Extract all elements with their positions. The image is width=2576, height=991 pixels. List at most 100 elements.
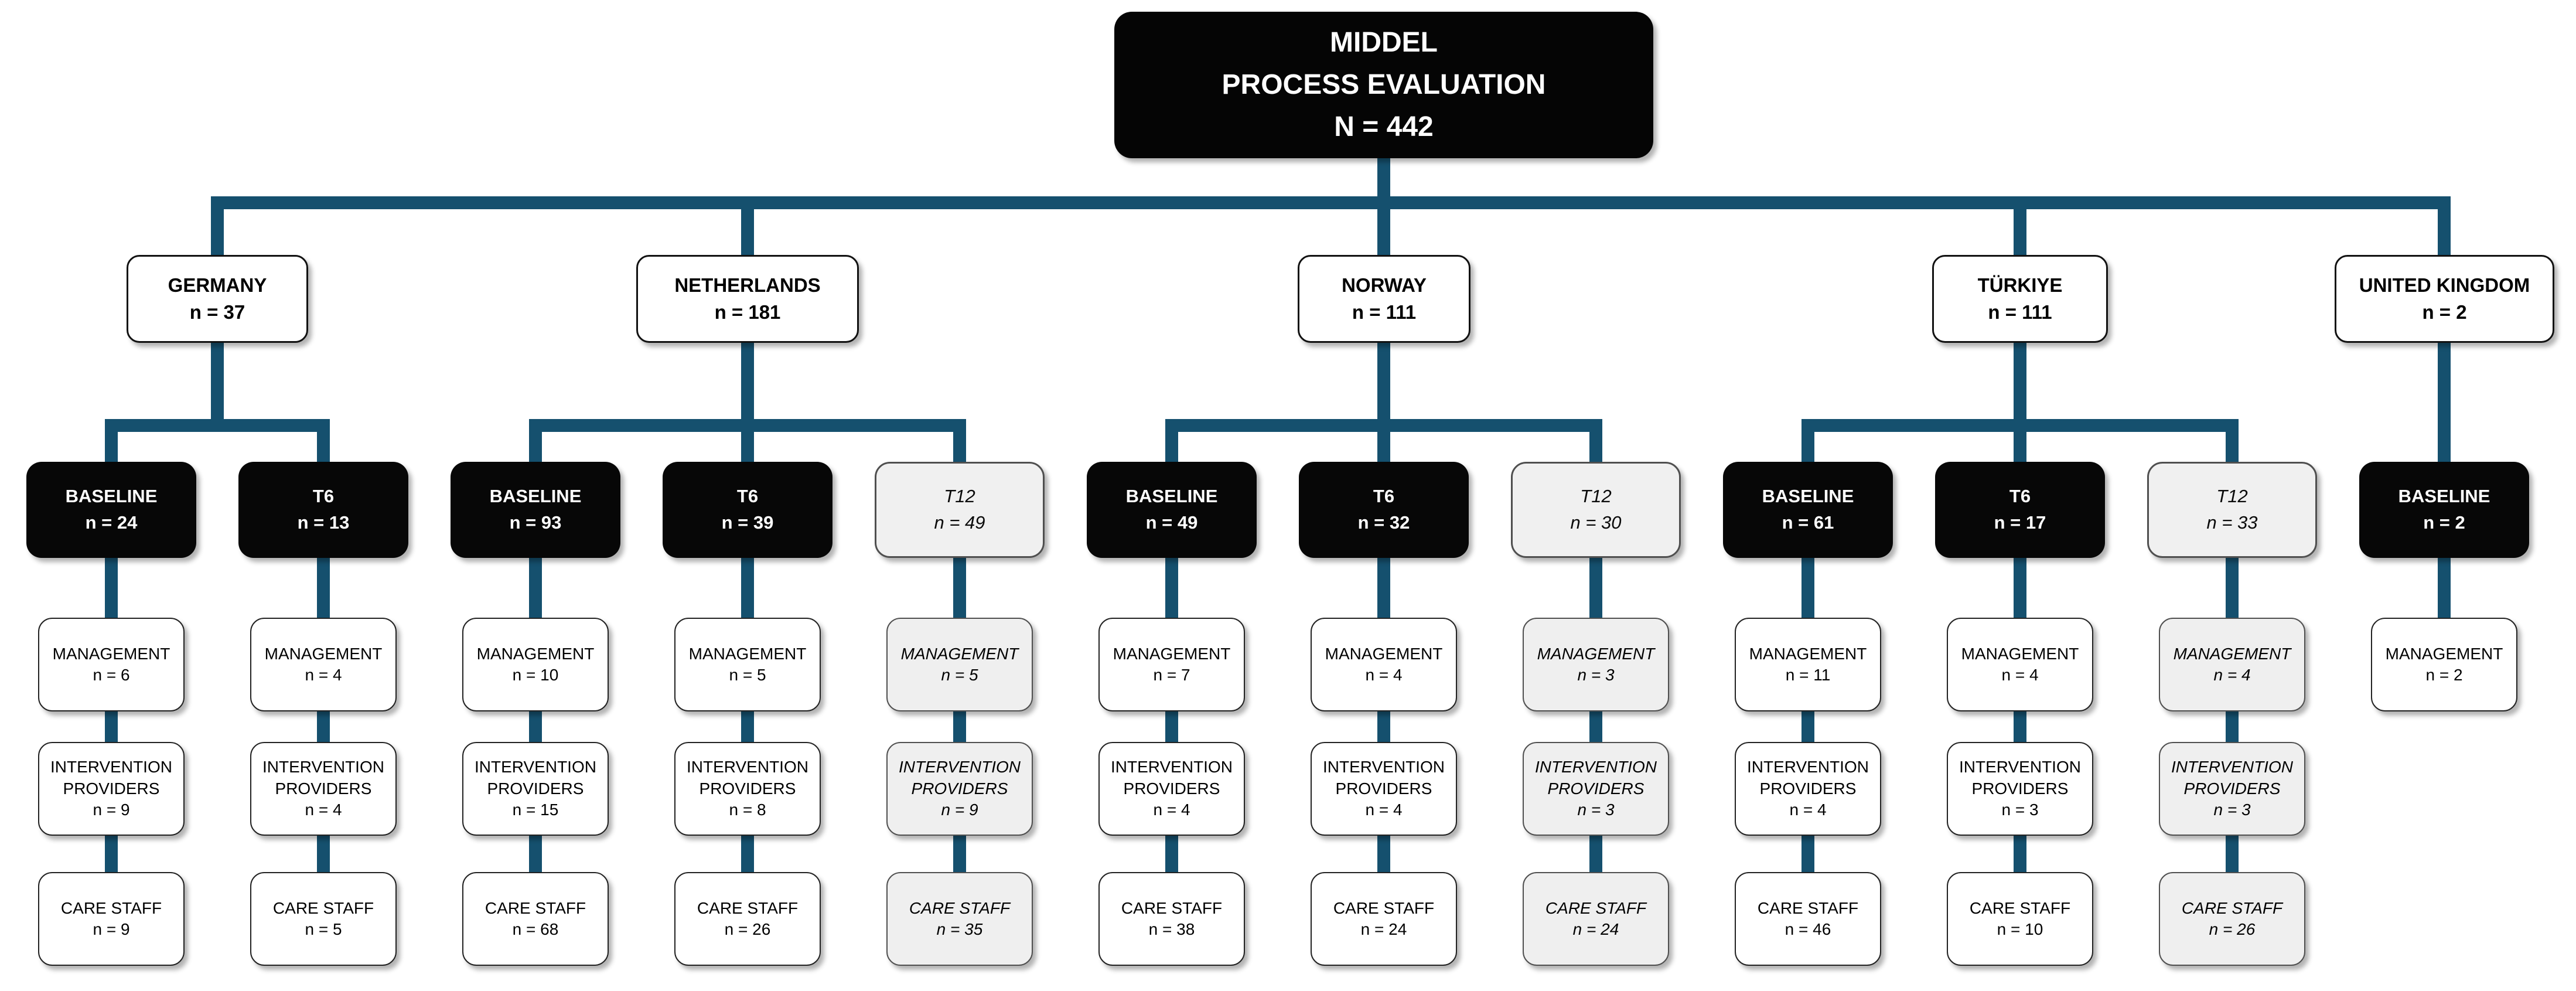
providers-to-carestaff-connector — [105, 831, 2239, 877]
role-n: n = 15 — [512, 801, 559, 819]
timepoint-n: n = 30 — [1570, 512, 1622, 533]
role-n: n = 10 — [512, 666, 559, 684]
timepoint-label: BASELINE — [1762, 486, 1854, 507]
role-label: CARE STAFF — [1545, 898, 1647, 917]
role-n: n = 6 — [93, 666, 130, 684]
timepoint-box-netherlands-t6: T6 n = 39 — [663, 462, 832, 558]
role-label: CARE STAFF — [1969, 898, 2071, 917]
role-n: n = 5 — [941, 666, 978, 684]
role-box-turkiye-t12-management: MANAGEMENT n = 4 — [2159, 618, 2305, 711]
timepoint-label: BASELINE — [1125, 486, 1218, 507]
role-label: MANAGEMENT — [2173, 644, 2291, 663]
role-box-turkiye-t12-care-staff: CARE STAFF n = 26 — [2159, 872, 2305, 966]
role-label: INTERVENTION PROVIDERS — [899, 758, 1021, 798]
country-n: n = 111 — [1352, 301, 1417, 323]
role-label: CARE STAFF — [1121, 898, 1223, 917]
role-box-netherlands-baseline-care-staff: CARE STAFF n = 68 — [462, 872, 609, 966]
timepoint-n: n = 49 — [934, 512, 985, 533]
country-box-turkiye: TÜRKIYE n = 111 — [1932, 255, 2108, 343]
role-n: n = 9 — [93, 920, 130, 938]
role-n: n = 4 — [1365, 666, 1403, 684]
country-box-netherlands: NETHERLANDS n = 181 — [636, 255, 859, 343]
role-label: CARE STAFF — [1333, 898, 1435, 917]
timepoint-box-germany-baseline: BASELINE n = 24 — [26, 462, 196, 558]
role-n: n = 4 — [1365, 801, 1403, 819]
timepoint-n: n = 17 — [1994, 512, 2046, 533]
role-box-germany-t6-management: MANAGEMENT n = 4 — [250, 618, 397, 711]
role-n: n = 4 — [1789, 801, 1827, 819]
role-box-turkiye-baseline-management: MANAGEMENT n = 11 — [1735, 618, 1881, 711]
role-n: n = 4 — [1153, 801, 1190, 819]
role-n: n = 11 — [1785, 666, 1831, 684]
role-label: MANAGEMENT — [476, 644, 595, 663]
role-box-germany-t6-care-staff: CARE STAFF n = 5 — [250, 872, 397, 966]
role-label: INTERVENTION PROVIDERS — [1535, 758, 1657, 798]
timepoint-label: BASELINE — [489, 486, 582, 507]
role-label: MANAGEMENT — [1749, 644, 1867, 663]
timepoint-box-turkiye-t6: T6 n = 17 — [1935, 462, 2105, 558]
role-box-germany-baseline-intervention-providers: INTERVENTION PROVIDERS n = 9 — [38, 742, 185, 836]
role-box-turkiye-t12-intervention-providers: INTERVENTION PROVIDERS n = 3 — [2159, 742, 2305, 836]
role-n: n = 46 — [1785, 920, 1831, 938]
role-n: n = 3 — [1577, 801, 1615, 819]
role-box-netherlands-t12-care-staff: CARE STAFF n = 35 — [886, 872, 1033, 966]
role-box-turkiye-t6-intervention-providers: INTERVENTION PROVIDERS n = 3 — [1947, 742, 2093, 836]
role-box-netherlands-baseline-intervention-providers: INTERVENTION PROVIDERS n = 15 — [462, 742, 609, 836]
country-n: n = 37 — [189, 301, 245, 323]
role-box-netherlands-baseline-management: MANAGEMENT n = 10 — [462, 618, 609, 711]
role-label: MANAGEMENT — [1537, 644, 1655, 663]
role-box-norway-baseline-intervention-providers: INTERVENTION PROVIDERS n = 4 — [1098, 742, 1245, 836]
role-label: CARE STAFF — [1757, 898, 1859, 917]
role-n: n = 4 — [305, 666, 342, 684]
study-title-line1: MIDDEL — [1330, 27, 1438, 58]
country-box-norway: NORWAY n = 111 — [1298, 255, 1470, 343]
management-to-providers-connector — [105, 707, 2239, 747]
timepoint-box-norway-t6: T6 n = 32 — [1299, 462, 1469, 558]
role-box-norway-t6-intervention-providers: INTERVENTION PROVIDERS n = 4 — [1311, 742, 1457, 836]
role-n: n = 35 — [936, 920, 983, 938]
country-name: NETHERLANDS — [674, 274, 821, 296]
role-n: n = 9 — [941, 801, 978, 819]
role-box-netherlands-t6-management: MANAGEMENT n = 5 — [674, 618, 821, 711]
timepoint-n: n = 32 — [1357, 512, 1410, 533]
role-n: n = 4 — [2213, 666, 2251, 684]
timepoint-n: n = 2 — [2423, 512, 2465, 533]
timepoint-box-norway-baseline: BASELINE n = 49 — [1087, 462, 1257, 558]
timepoint-box-germany-t6: T6 n = 13 — [238, 462, 408, 558]
timepoint-n: n = 13 — [297, 512, 350, 533]
country-box-united-kingdom: UNITED KINGDOM n = 2 — [2335, 255, 2554, 343]
timepoint-box-norway-t12: T12 n = 30 — [1511, 462, 1681, 558]
role-label: CARE STAFF — [60, 898, 162, 917]
role-n: n = 5 — [729, 666, 766, 684]
role-label: MANAGEMENT — [1961, 644, 2079, 663]
role-label: INTERVENTION PROVIDERS — [1747, 758, 1869, 798]
role-label: CARE STAFF — [272, 898, 374, 917]
role-box-norway-t12-management: MANAGEMENT n = 3 — [1523, 618, 1669, 711]
timepoint-label: T12 — [944, 486, 975, 507]
role-n: n = 3 — [1577, 666, 1615, 684]
role-label: CARE STAFF — [2181, 898, 2283, 917]
timepoint-box-turkiye-t12: T12 n = 33 — [2147, 462, 2317, 558]
role-box-netherlands-t6-care-staff: CARE STAFF n = 26 — [674, 872, 821, 966]
country-name: NORWAY — [1342, 274, 1427, 296]
role-label: MANAGEMENT — [1113, 644, 1231, 663]
timepoint-label: BASELINE — [65, 486, 158, 507]
country-name: TÜRKIYE — [1977, 274, 2063, 296]
timepoint-n: n = 49 — [1145, 512, 1198, 533]
role-box-norway-baseline-management: MANAGEMENT n = 7 — [1098, 618, 1245, 711]
timepoint-n: n = 61 — [1782, 512, 1834, 533]
role-box-netherlands-t12-intervention-providers: INTERVENTION PROVIDERS n = 9 — [886, 742, 1033, 836]
timepoint-label: T6 — [736, 486, 759, 507]
study-title-box: MIDDEL PROCESS EVALUATION N = 442 — [1114, 12, 1653, 158]
role-box-germany-t6-intervention-providers: INTERVENTION PROVIDERS n = 4 — [250, 742, 397, 836]
role-n: n = 2 — [2425, 666, 2463, 684]
timepoint-box-united-kingdom-baseline: BASELINE n = 2 — [2359, 462, 2529, 558]
trunk-connector — [211, 154, 2451, 259]
role-n: n = 7 — [1153, 666, 1190, 684]
study-title-n: N = 442 — [1334, 111, 1434, 142]
role-n: n = 8 — [729, 801, 766, 819]
role-box-turkiye-t6-management: MANAGEMENT n = 4 — [1947, 618, 2093, 711]
role-n: n = 24 — [1572, 920, 1619, 938]
